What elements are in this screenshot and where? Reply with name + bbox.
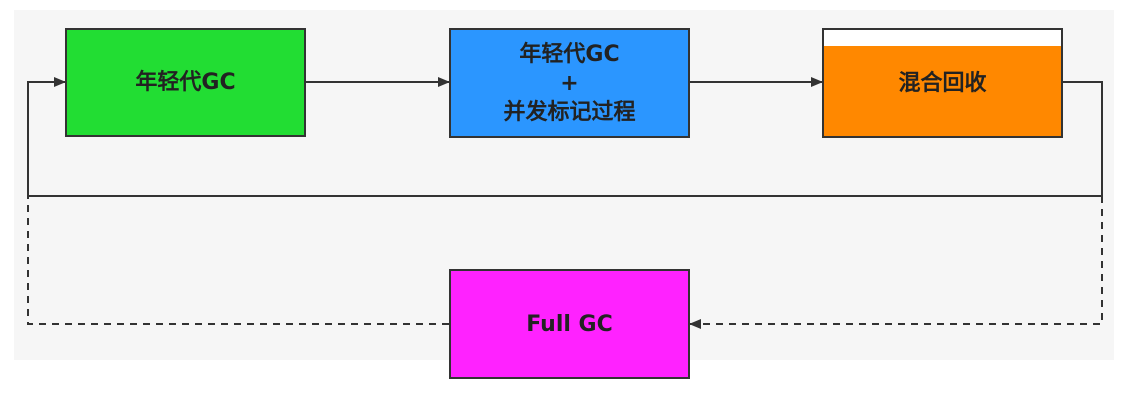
concurrent-label-line1: 年轻代GC (519, 41, 620, 67)
young-gc-label: 年轻代GC (135, 70, 236, 95)
mixed-node-top-strip (824, 30, 1061, 46)
edge-full-gc-to-young (27, 196, 449, 325)
young-gc-node: 年轻代GC (65, 28, 306, 137)
mixed-collection-label: 混合回收 (898, 70, 987, 96)
full-gc-node: Full GC (449, 269, 690, 379)
mixed-collection-node: 混合回收 (822, 28, 1063, 138)
concurrent-label-plus: + (560, 70, 579, 96)
edge-mixed-to-full-gc (689, 196, 1103, 329)
edge-mixed-to-young-loop (27, 77, 1103, 197)
concurrent-label-line3: 并发标记过程 (503, 99, 636, 125)
full-gc-label: Full GC (526, 311, 613, 337)
young-gc-concurrent-mark-node: 年轻代GC + 并发标记过程 (449, 28, 690, 138)
